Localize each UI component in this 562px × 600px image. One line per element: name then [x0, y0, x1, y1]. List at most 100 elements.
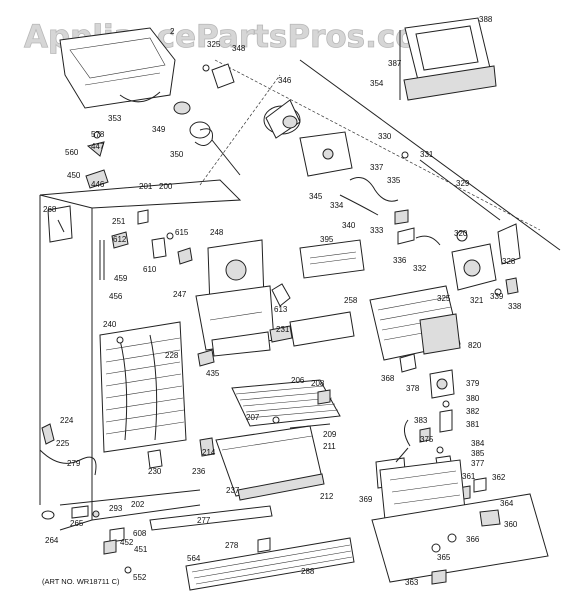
- callout-label: 240: [103, 320, 117, 329]
- callout-label: 329: [456, 179, 470, 188]
- callout-label: 206: [291, 376, 305, 385]
- callout-label: 560: [65, 148, 79, 157]
- callout-label: 450: [67, 171, 81, 180]
- lower-left-hardware: [41, 505, 271, 574]
- callout-label: 2: [170, 27, 175, 36]
- callout-label: 333: [370, 226, 384, 235]
- left-tubing: [39, 423, 97, 476]
- callout-label: 265: [70, 519, 84, 528]
- callout-label: 388: [479, 15, 493, 24]
- callout-label: 202: [131, 500, 145, 509]
- callout-label: 277: [197, 516, 211, 525]
- callout-label: 258: [344, 296, 358, 305]
- callout-label: 361: [462, 472, 476, 481]
- callout-label: 320: [454, 229, 468, 238]
- callout-label: 459: [114, 274, 128, 283]
- callout-label: 334: [330, 201, 344, 210]
- callout-label: 564: [187, 554, 201, 563]
- callout-label: 348: [232, 44, 246, 53]
- callout-label: 366: [466, 535, 480, 544]
- callout-label: 385: [471, 449, 485, 458]
- callout-labels: 2 325 348 353 349 346 350 578 447 560 45…: [43, 15, 522, 587]
- callout-label: 279: [67, 459, 81, 468]
- callout-label: 447: [91, 142, 105, 151]
- callout-label: 369: [359, 495, 373, 504]
- callout-label: 325: [207, 40, 221, 49]
- callout-label: 613: [274, 305, 288, 314]
- callout-label: 350: [170, 150, 184, 159]
- callout-label: 293: [109, 504, 123, 513]
- callout-label: 335: [387, 176, 401, 185]
- icemaker-assembly: [369, 285, 461, 373]
- callout-label: 211: [323, 442, 336, 451]
- callout-label: 201: [139, 182, 153, 191]
- left-fittings: [85, 131, 109, 189]
- callout-label: 337: [370, 163, 384, 172]
- callout-label: 382: [466, 407, 480, 416]
- callout-label: 380: [466, 394, 480, 403]
- callout-label: 368: [381, 374, 395, 383]
- callout-label: 208: [311, 379, 325, 388]
- callout-label: 379: [466, 379, 480, 388]
- callout-label: 264: [45, 536, 59, 545]
- callout-label: 251: [112, 217, 126, 226]
- callout-label: 325: [437, 294, 451, 303]
- callout-label: 247: [173, 290, 187, 299]
- callout-label: 451: [134, 545, 148, 554]
- crisper-pan: [215, 425, 325, 501]
- callout-label: 230: [148, 467, 162, 476]
- callout-label: 328: [502, 257, 516, 266]
- control-panel-395: [299, 239, 365, 279]
- actuator-assembly: [451, 223, 521, 296]
- callout-label: 321: [470, 296, 484, 305]
- callout-label: 349: [152, 125, 166, 134]
- callout-label: 363: [405, 578, 419, 587]
- callout-label: 456: [109, 292, 123, 301]
- callout-label: 381: [466, 420, 480, 429]
- callout-label: 224: [60, 416, 74, 425]
- callout-label: 377: [471, 459, 485, 468]
- callout-label: 387: [388, 59, 402, 68]
- callout-label: 362: [492, 473, 506, 482]
- callout-label: 228: [165, 351, 179, 360]
- callout-label: 820: [468, 341, 482, 350]
- callout-label: 339: [490, 292, 504, 301]
- center-small-parts: [99, 209, 193, 280]
- callout-label: 384: [471, 439, 485, 448]
- wire-shelf: [231, 379, 341, 427]
- callout-label: 236: [192, 467, 206, 476]
- callout-label: 268: [43, 205, 57, 214]
- bracket-268: [47, 205, 73, 243]
- auger-motor-parts: [173, 63, 301, 176]
- callout-label: 214: [202, 448, 216, 457]
- callout-label: 365: [437, 553, 451, 562]
- callout-label: 237: [226, 486, 240, 495]
- callout-label: 231: [276, 325, 290, 334]
- callout-label: 225: [56, 439, 70, 448]
- callout-label: 248: [210, 228, 224, 237]
- callout-label: 353: [108, 114, 122, 123]
- callout-label: 360: [504, 520, 518, 529]
- callout-label: 452: [120, 538, 134, 547]
- callout-label: 395: [320, 235, 334, 244]
- callout-label: 209: [323, 430, 337, 439]
- callout-label: 288: [301, 567, 315, 576]
- evaporator-coil: [99, 321, 187, 453]
- callout-label: 383: [414, 416, 428, 425]
- air-duct-housing: [195, 239, 275, 357]
- callout-label: 200: [159, 182, 173, 191]
- callout-label: 332: [413, 264, 427, 273]
- callout-label: 612: [113, 235, 127, 244]
- callout-label: 278: [225, 541, 239, 550]
- callout-label: 212: [320, 492, 334, 501]
- floor-rails: [59, 489, 355, 591]
- callout-label: 615: [175, 228, 189, 237]
- dispenser-door: [399, 17, 497, 101]
- callout-label: 378: [406, 384, 420, 393]
- callout-label: 207: [246, 413, 260, 422]
- callout-label: 435: [206, 369, 220, 378]
- callout-label: 345: [309, 192, 323, 201]
- callout-label: 608: [133, 529, 147, 538]
- shelf-hardware: [272, 389, 331, 429]
